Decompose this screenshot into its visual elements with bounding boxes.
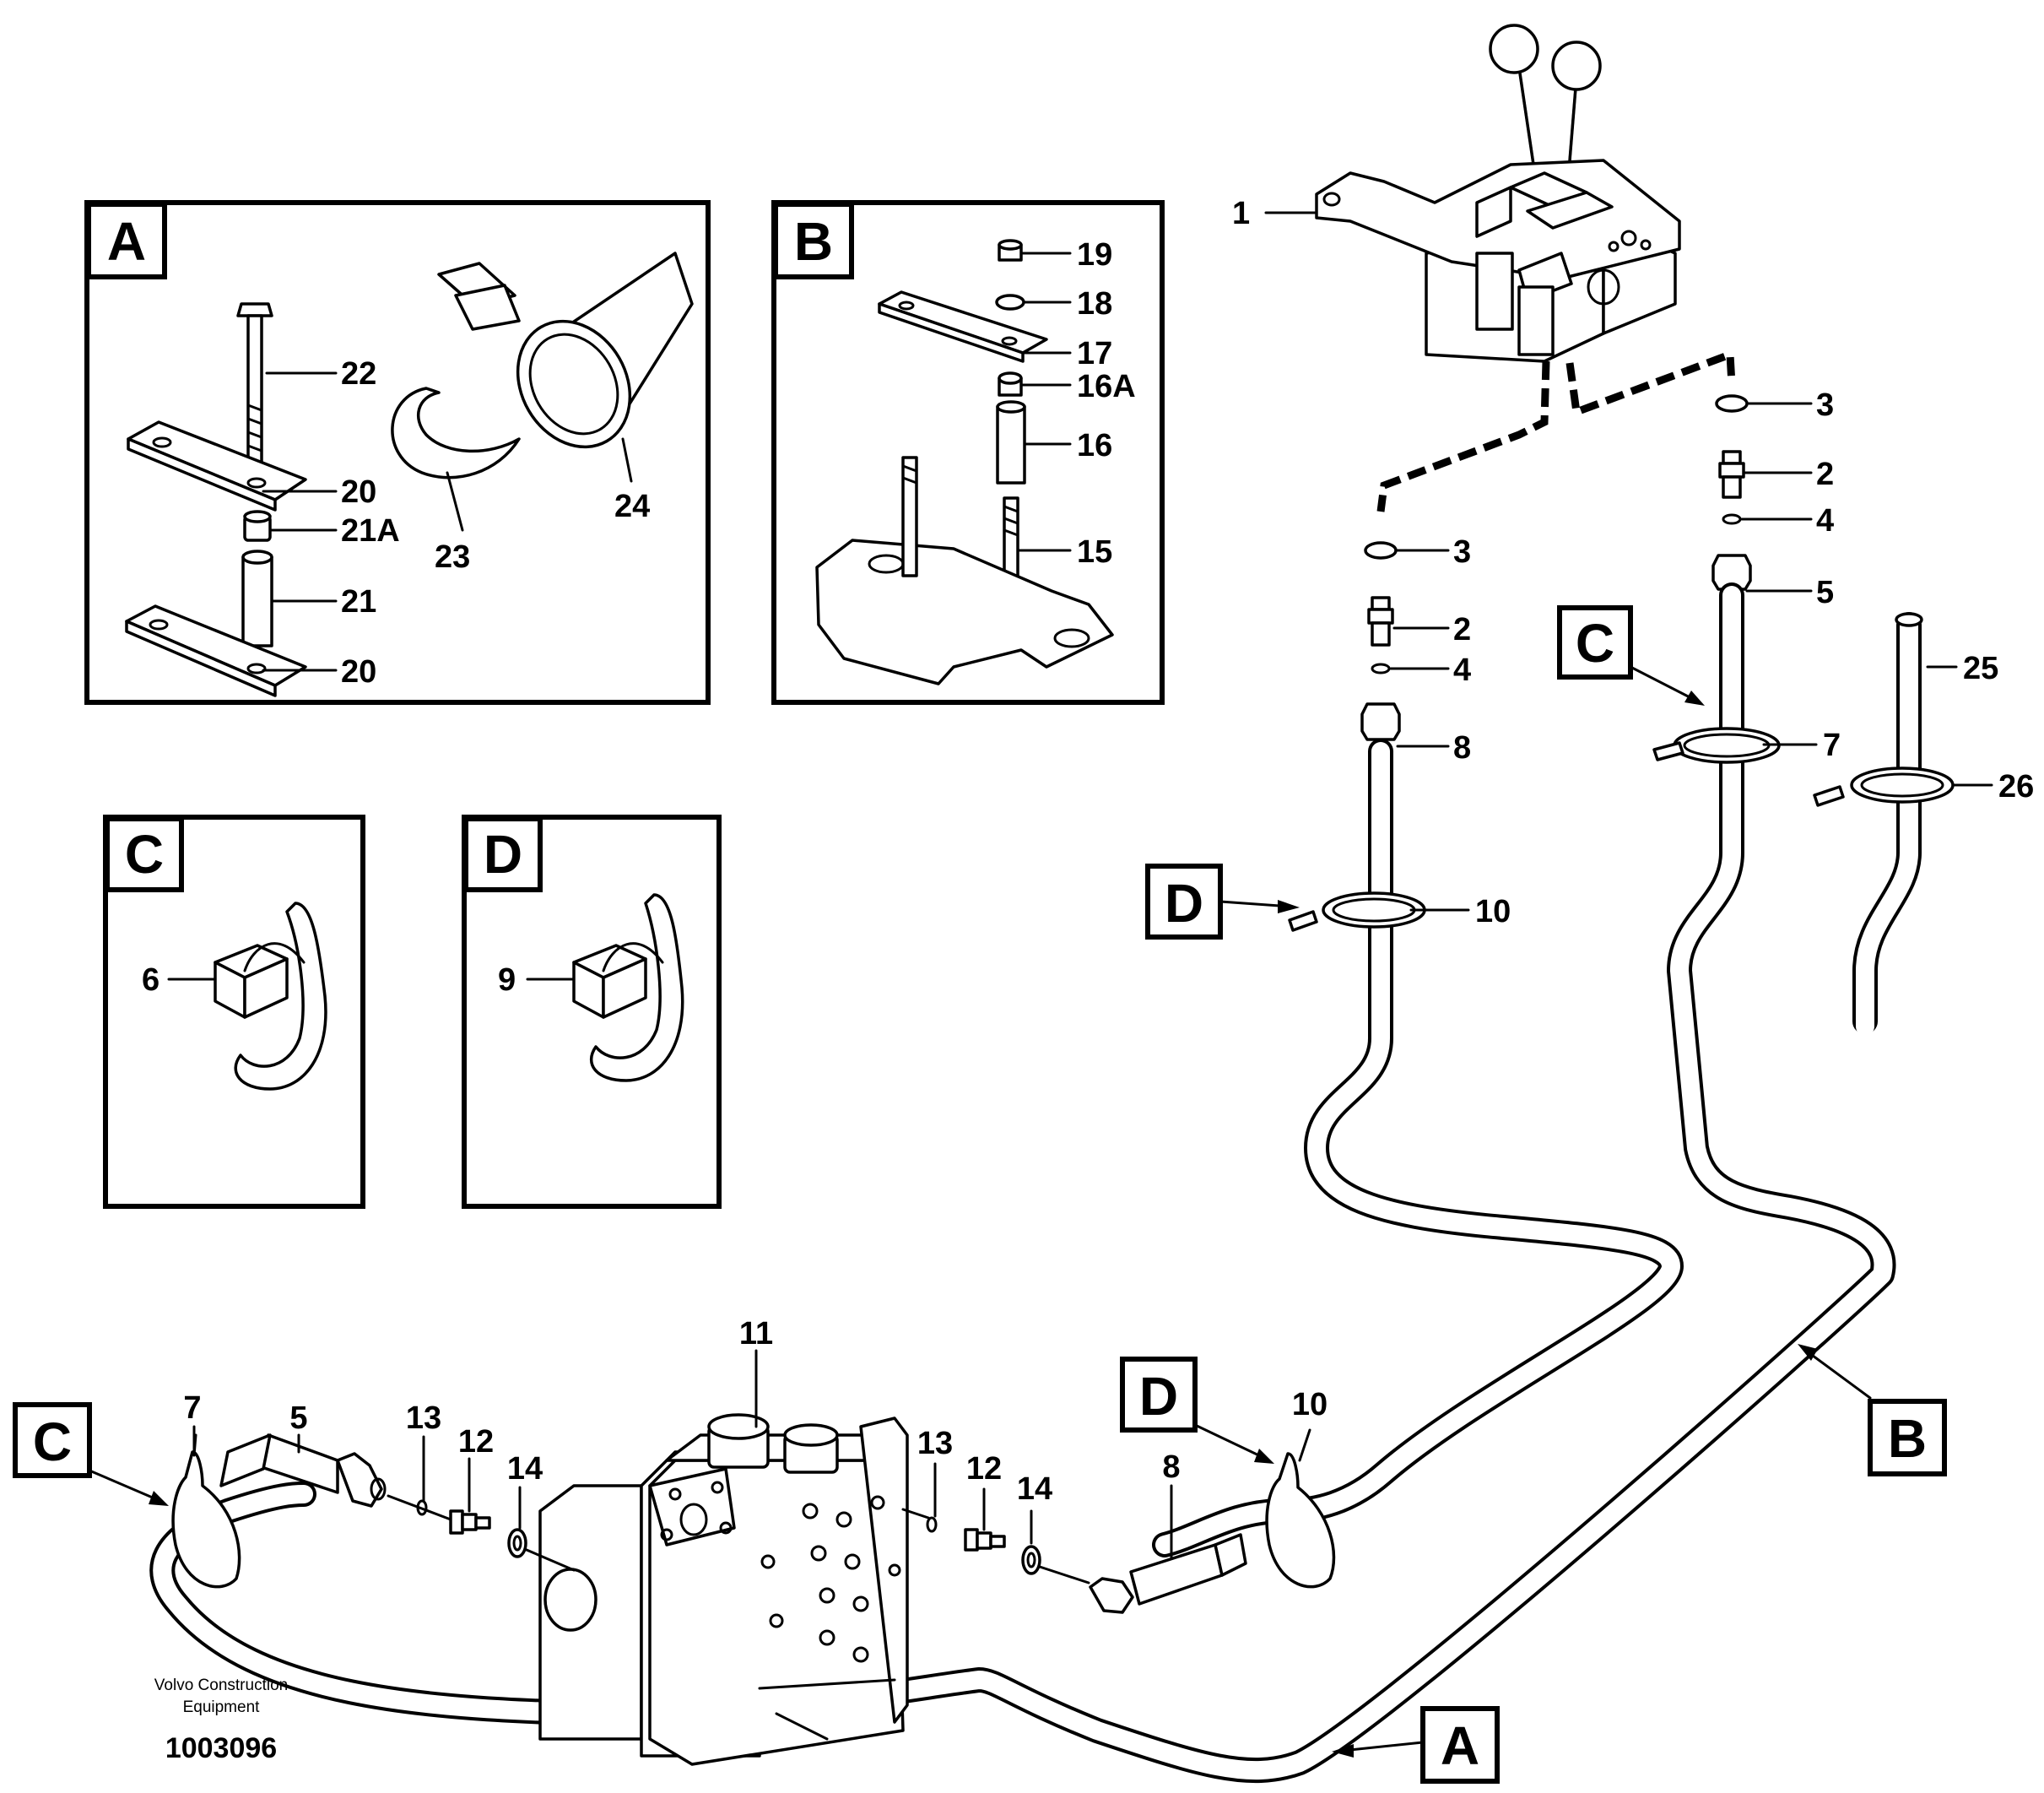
base-bracket xyxy=(815,456,1114,685)
spacer-21a xyxy=(243,510,272,542)
callout-4-left: 4 xyxy=(1453,653,1471,688)
callout-26: 26 xyxy=(1998,769,2034,804)
lever-knob-left xyxy=(1489,24,1539,74)
hose-end-5-lower xyxy=(219,1433,387,1508)
callout-13-left: 13 xyxy=(406,1400,441,1436)
pointer-box-c-upper: C xyxy=(1557,605,1705,706)
callout-2-right: 2 xyxy=(1816,457,1834,492)
tube-25 xyxy=(1852,612,1923,1036)
pilot-line-dashed-left xyxy=(1376,360,1550,512)
callout-8-top: 8 xyxy=(1453,730,1471,766)
pointer-box-b-lower: B xyxy=(1798,1344,1947,1476)
callout-23: 23 xyxy=(435,539,470,575)
spacer-tube-21 xyxy=(241,550,273,647)
callout-9: 9 xyxy=(498,962,516,998)
callout-5-lower: 5 xyxy=(289,1400,307,1436)
pointer-c-lower-label: C xyxy=(33,1411,72,1472)
callout-12-right: 12 xyxy=(966,1451,1002,1487)
hose-8 xyxy=(1152,739,1684,1557)
cable-tie-10-lower xyxy=(1265,1452,1336,1589)
bracket-17 xyxy=(878,290,1048,363)
detail-box-c-label: C xyxy=(125,824,164,885)
callout-12-left: 12 xyxy=(458,1424,494,1460)
washer-18 xyxy=(995,294,1025,311)
callout-8-lower: 8 xyxy=(1162,1449,1180,1485)
plate-20-lower xyxy=(125,604,307,697)
callout-3-right: 3 xyxy=(1816,387,1834,423)
callout-19: 19 xyxy=(1077,237,1112,273)
detail-box-d-label: D xyxy=(484,824,522,885)
fitting-stack-left xyxy=(1360,541,1401,741)
pointer-d-upper-label: D xyxy=(1165,873,1203,934)
callout-21: 21 xyxy=(341,584,376,620)
callout-16: 16 xyxy=(1077,428,1112,463)
plate-20-upper xyxy=(127,420,307,512)
pointer-box-d-upper: D xyxy=(1145,864,1300,940)
cable-tie-holder-9 xyxy=(572,893,684,1082)
nut-19 xyxy=(998,239,1023,262)
callout-5-right: 5 xyxy=(1816,575,1834,610)
callout-16a: 16A xyxy=(1077,369,1136,404)
main-control-valve-11 xyxy=(538,1413,909,1766)
callout-1: 1 xyxy=(1232,196,1250,231)
pointer-box-d-lower: D xyxy=(1120,1357,1274,1464)
callout-18: 18 xyxy=(1077,286,1112,322)
cable-tie-10-upper xyxy=(1288,891,1426,932)
cable-tie-7-upper xyxy=(1652,727,1781,764)
callout-7-lower: 7 xyxy=(183,1390,201,1426)
callout-11: 11 xyxy=(739,1316,773,1352)
callout-4-right: 4 xyxy=(1816,503,1834,539)
lever-knob-right xyxy=(1551,41,1602,91)
detail-box-d: D 9 xyxy=(462,815,722,1209)
fitting-stack-right xyxy=(1711,394,1752,591)
pointer-box-c-lower: C xyxy=(13,1402,169,1506)
callout-6: 6 xyxy=(142,962,160,998)
callout-3-left: 3 xyxy=(1453,534,1471,570)
callout-7-upper: 7 xyxy=(1823,728,1841,763)
right-port-fittings xyxy=(901,1508,1090,1584)
callout-21a: 21A xyxy=(341,513,400,549)
hose-end-8-lower xyxy=(1089,1533,1247,1614)
callout-13-right: 13 xyxy=(917,1426,953,1461)
pointer-d-lower-label: D xyxy=(1139,1366,1178,1427)
callout-2-left: 2 xyxy=(1453,612,1471,647)
pointer-c-upper-label: C xyxy=(1576,613,1614,674)
pointer-a-lower-label: A xyxy=(1441,1715,1479,1776)
callout-17: 17 xyxy=(1077,336,1112,371)
nut-16a xyxy=(998,371,1023,397)
callout-15: 15 xyxy=(1077,534,1112,570)
callout-22: 22 xyxy=(341,356,376,392)
catalog-number: 1003096 xyxy=(165,1732,277,1764)
callout-20b: 20 xyxy=(341,654,376,690)
callout-14-left: 14 xyxy=(507,1451,543,1487)
control-lever-valve-1 xyxy=(1315,24,1681,363)
hose-5 xyxy=(149,582,1896,1783)
credit-line-1: Volvo Construction xyxy=(154,1677,288,1694)
pointer-box-a-lower: A xyxy=(1332,1706,1500,1784)
credit-line-2: Equipment xyxy=(183,1698,261,1716)
left-port-fittings xyxy=(387,1494,576,1572)
pointer-b-lower-label: B xyxy=(1888,1408,1927,1469)
clamp-23 xyxy=(391,262,521,479)
detail-box-c: C 6 xyxy=(103,815,365,1209)
callout-24: 24 xyxy=(614,489,650,524)
callout-14-right: 14 xyxy=(1017,1471,1052,1507)
cable-tie-holder-6 xyxy=(214,902,327,1091)
pilot-line-dashed-right xyxy=(1565,349,1736,418)
cable-tie-26 xyxy=(1813,766,1955,807)
spacer-16 xyxy=(996,400,1026,485)
detail-box-b-label: B xyxy=(794,211,833,272)
detail-box-a-label: A xyxy=(107,211,146,272)
callout-25: 25 xyxy=(1963,651,1998,686)
detail-box-b: B xyxy=(771,200,1165,705)
callout-20a: 20 xyxy=(341,474,376,510)
pipe-24 xyxy=(516,252,694,449)
detail-box-a: A xyxy=(84,200,711,705)
callout-10-lower: 10 xyxy=(1292,1387,1328,1422)
callout-10-upper: 10 xyxy=(1475,894,1511,929)
